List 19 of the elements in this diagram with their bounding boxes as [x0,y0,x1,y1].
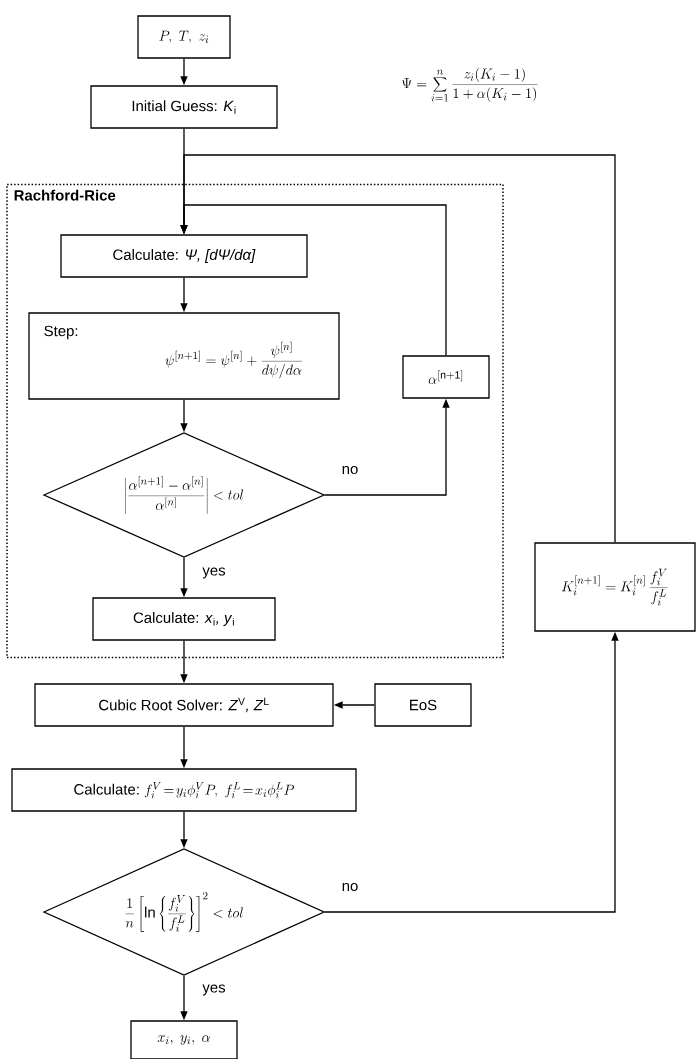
arrow [180,154,616,543]
edge-label: no [340,881,360,893]
group-heading: Rachford-Rice [14,189,116,201]
arrow [180,204,447,356]
process-box: Calculate: x$_{i}$, y$_{i}$ [92,597,276,641]
process-box: $P,\ T,\ z_i$ [137,15,231,59]
formula-label: $\Psi=\sum_{i=1}^{n}\frac{z_i(K_i-1)}{1+\alpha(K_i-1)}$ [402,67,538,102]
process-box: $K_i^{[n+1]}=K_i^{[n]}\,\frac{f_i^V}{f_i^L}$ [534,542,696,632]
process-box: Calculate: Ψ, [dΨ/dα] [60,234,308,278]
process-box: EoS [374,683,472,727]
process-box: Cubic Root Solver: Z$^{V}$, Z$^{L}$ [34,683,334,727]
process-box: Calculate: $f_i^V\!=\!y_i\phi_i^V P,\ f_i^L\!=\!x_i\phi_i^L P$ [11,768,357,812]
process-box: $x_i,\ y_i,\ \alpha$ [130,1020,238,1059]
process-box: Initial Guess: K$_{i}$ [90,85,278,129]
edge-label: yes [201,983,227,997]
edge-label: yes [201,566,227,580]
process-box: $\alpha^{[\mathrm{n+1}]}$ [402,355,490,399]
process-box: Step: $\psi^{[n+1]}=\psi^{[n]}+\frac{\psi^{[n]}}{d\psi/d\alpha}$ [28,312,340,400]
edge-label: no [340,464,360,476]
